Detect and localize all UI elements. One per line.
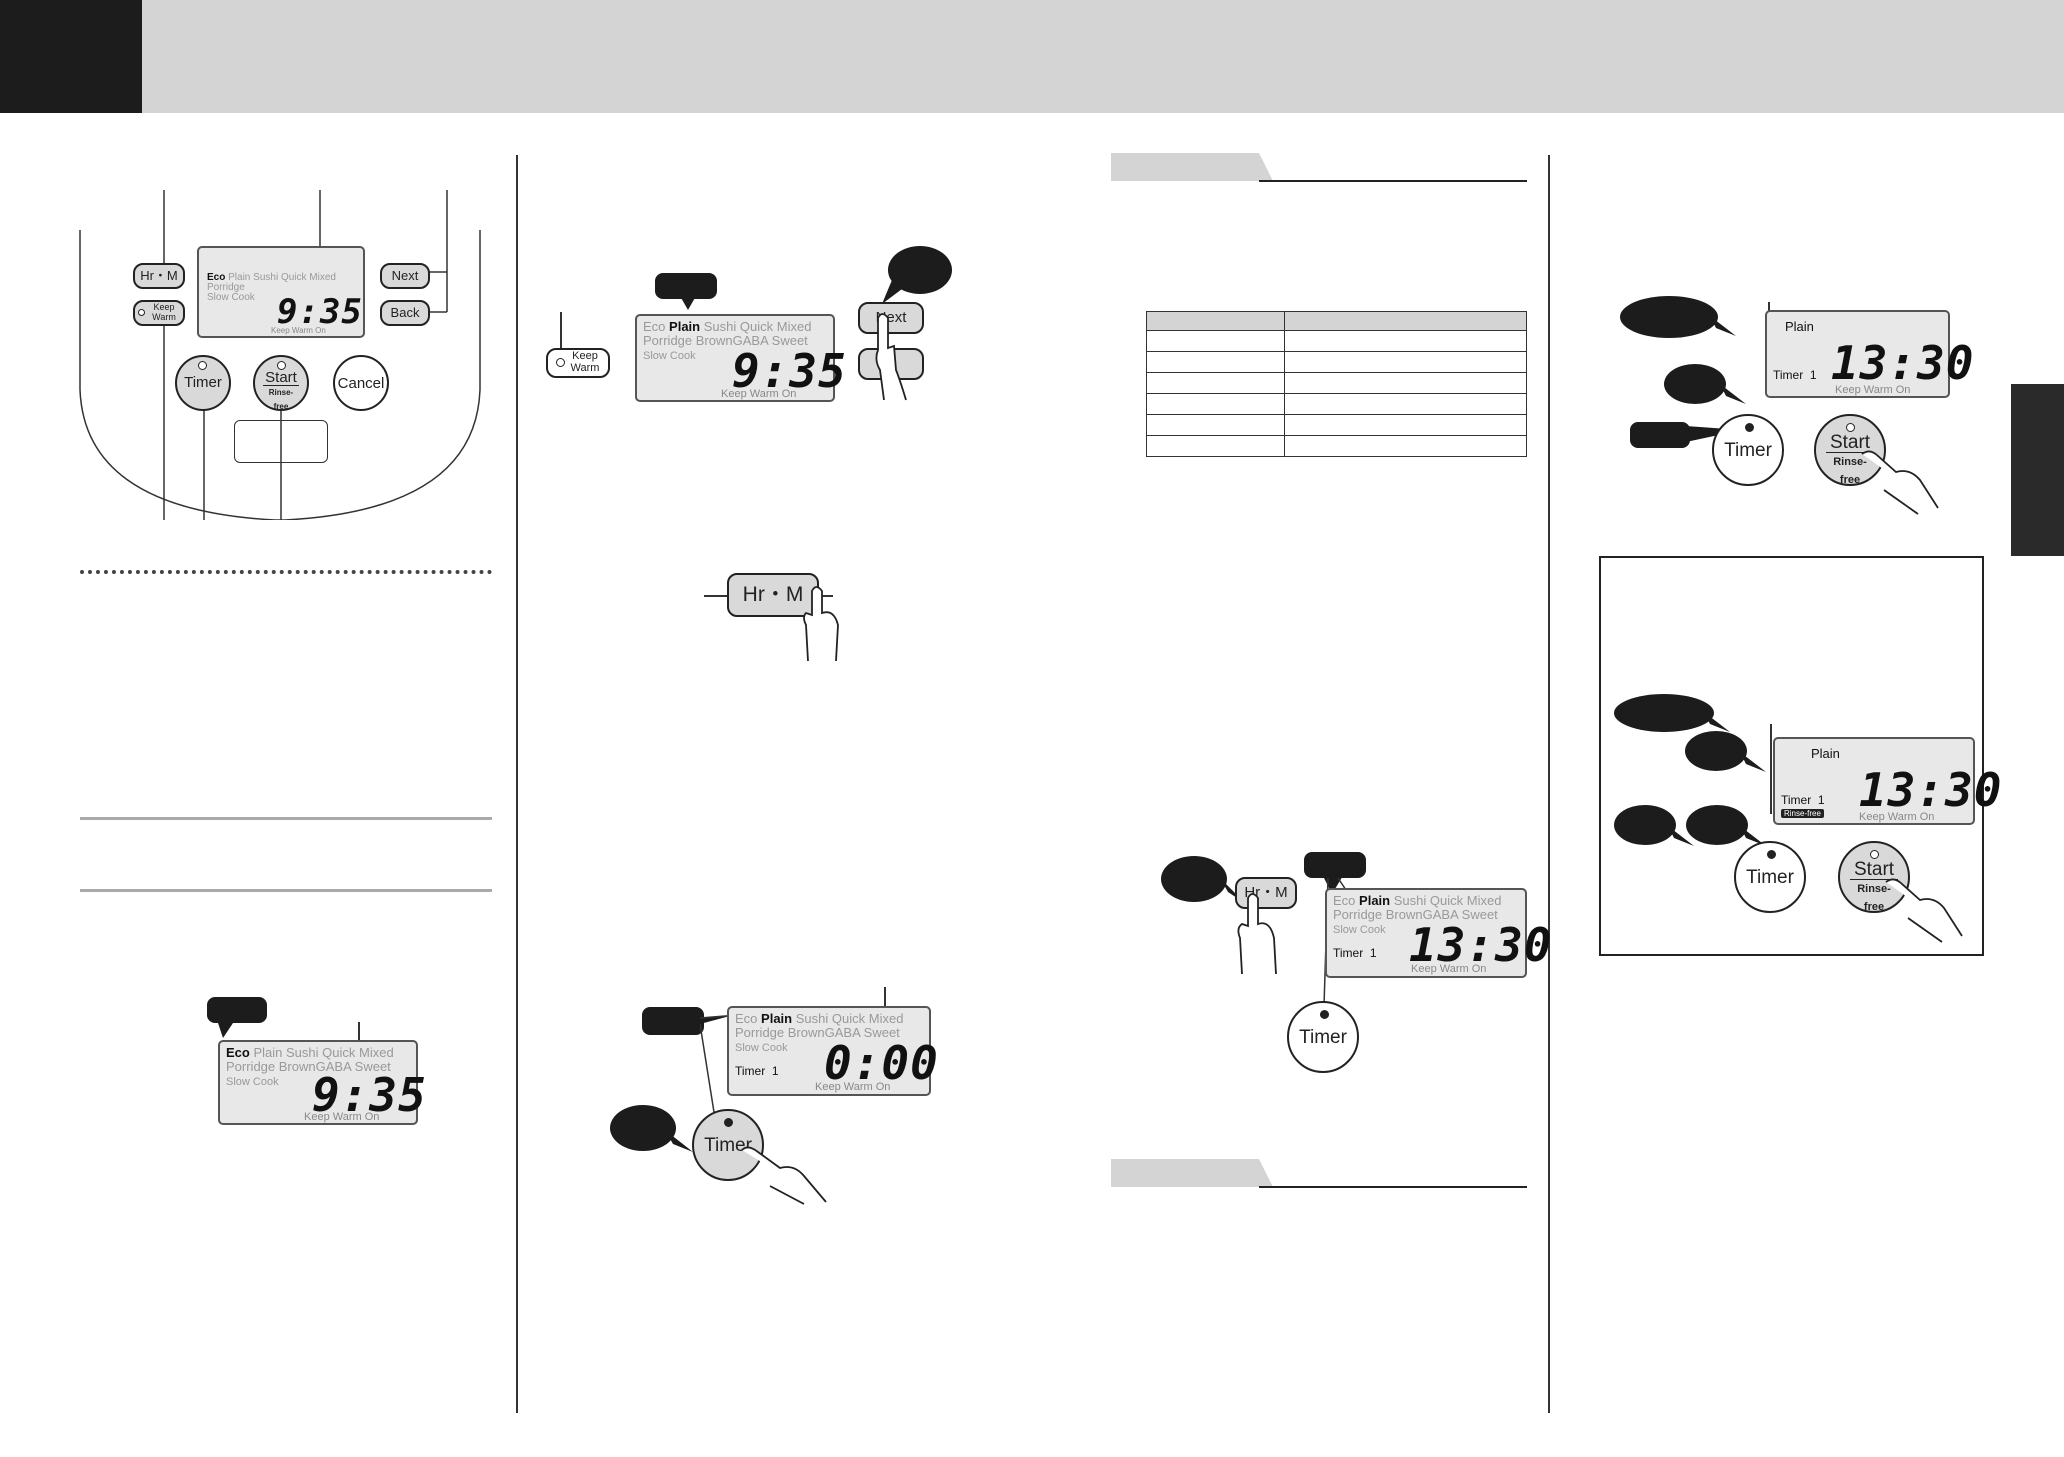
callout-tail bbox=[1740, 752, 1766, 772]
callout-bubble bbox=[1614, 694, 1714, 732]
next-button[interactable]: Next bbox=[380, 263, 430, 289]
pressing-hand-icon bbox=[1237, 893, 1277, 975]
page-number-block bbox=[0, 0, 142, 113]
timer-indicator-icon bbox=[1320, 1010, 1329, 1019]
timer-indicator-icon bbox=[1745, 423, 1754, 432]
callout-bubble bbox=[1630, 422, 1690, 448]
start-indicator-icon bbox=[277, 361, 286, 370]
hr-m-button[interactable]: Hr・M bbox=[1235, 877, 1297, 909]
section-rule bbox=[80, 889, 492, 892]
spec-table bbox=[1146, 311, 1527, 457]
callout-tail bbox=[882, 280, 906, 304]
callout-tail bbox=[665, 1130, 693, 1152]
lcd-display-plain: Eco Plain Sushi Quick Mixed Porridge Bro… bbox=[635, 314, 846, 402]
callout-bubble bbox=[655, 273, 717, 299]
section-heading-tab bbox=[1111, 153, 1527, 182]
leader-line bbox=[704, 595, 730, 597]
keep-warm-indicator-icon bbox=[556, 358, 565, 367]
pressing-hand-icon bbox=[875, 313, 907, 401]
lid-release-rectangle bbox=[234, 420, 328, 463]
leader-line bbox=[358, 1022, 360, 1054]
callout-tail bbox=[217, 1020, 235, 1038]
callout-bubble bbox=[1685, 731, 1747, 771]
callout-tail bbox=[1740, 826, 1766, 846]
keep-warm-button[interactable]: Keep Warm bbox=[546, 348, 610, 378]
callout-bubble bbox=[1686, 805, 1748, 845]
hr-m-button[interactable]: Hr・M bbox=[727, 573, 819, 617]
timer-button[interactable]: Timer bbox=[175, 355, 231, 411]
hr-m-button[interactable]: Hr・M bbox=[133, 263, 185, 289]
callout-bubble bbox=[1161, 856, 1227, 902]
back-button[interactable]: Back bbox=[380, 300, 430, 326]
leader-line bbox=[560, 312, 562, 356]
callout-tail bbox=[1668, 826, 1694, 846]
lcd-display-rinse-free: Plain Timer 1 Rinse-free 13:30 Keep Warm… bbox=[1773, 737, 2001, 825]
pressing-hand-icon bbox=[1885, 878, 1963, 943]
lcd-display-eco: Eco Plain Sushi Quick Mixed Porridge Bro… bbox=[218, 1040, 426, 1125]
section-side-tab bbox=[2011, 384, 2064, 556]
callout-bubble bbox=[1304, 852, 1366, 878]
rinse-free-badge: Rinse-free bbox=[1781, 809, 1824, 818]
keep-label: Keep bbox=[153, 302, 175, 312]
warm-label: Warm bbox=[152, 312, 176, 322]
column-divider bbox=[516, 155, 518, 1413]
lcd-display-plain-timer: Plain Timer 1 13:30 Keep Warm On bbox=[1765, 310, 1973, 398]
leader-line bbox=[815, 595, 833, 597]
pressing-hand-icon bbox=[1861, 450, 1939, 515]
callout-bubble bbox=[1664, 364, 1726, 404]
callout-tail bbox=[1720, 384, 1746, 404]
timer-indicator-icon bbox=[198, 361, 207, 370]
keep-warm-button[interactable]: Keep Warm bbox=[133, 300, 185, 326]
page-header-bar bbox=[0, 0, 2064, 113]
start-indicator-icon bbox=[1846, 423, 1855, 432]
clock-readout: 9:35 bbox=[277, 292, 363, 332]
callout-bubble bbox=[610, 1105, 676, 1151]
callout-tail bbox=[1710, 316, 1736, 336]
callout-tail bbox=[680, 296, 696, 310]
column-divider bbox=[1548, 155, 1550, 1413]
callout-bubble bbox=[642, 1007, 704, 1035]
timer-indicator-icon bbox=[1767, 850, 1776, 859]
keep-warm-indicator-icon bbox=[138, 309, 145, 316]
dotted-separator bbox=[80, 570, 492, 574]
rinse-free-note-box bbox=[1599, 556, 1984, 956]
pressing-hand-icon bbox=[741, 1146, 827, 1205]
leader-line bbox=[1770, 724, 1772, 814]
callout-bubble bbox=[207, 997, 267, 1023]
section-rule bbox=[80, 817, 492, 820]
callout-tail bbox=[1704, 712, 1730, 732]
pressing-hand-icon bbox=[803, 586, 839, 662]
callout-bubble bbox=[1620, 296, 1718, 338]
callout-bubble bbox=[1614, 805, 1676, 845]
start-button[interactable]: Start Rinse-free bbox=[253, 355, 309, 411]
timer-indicator-icon bbox=[724, 1118, 733, 1127]
lcd-display-timer-zero: Eco Plain Sushi Quick Mixed Porridge Bro… bbox=[727, 1006, 938, 1096]
cancel-button[interactable]: Cancel bbox=[333, 355, 389, 411]
section-heading-tab bbox=[1111, 1159, 1527, 1188]
lcd-display-panel: Eco Plain Sushi Quick Mixed Porridge Slo… bbox=[197, 246, 365, 338]
lcd-display-timer-set: Eco Plain Sushi Quick Mixed Porridge Bro… bbox=[1325, 888, 1551, 978]
start-indicator-icon bbox=[1870, 850, 1879, 859]
